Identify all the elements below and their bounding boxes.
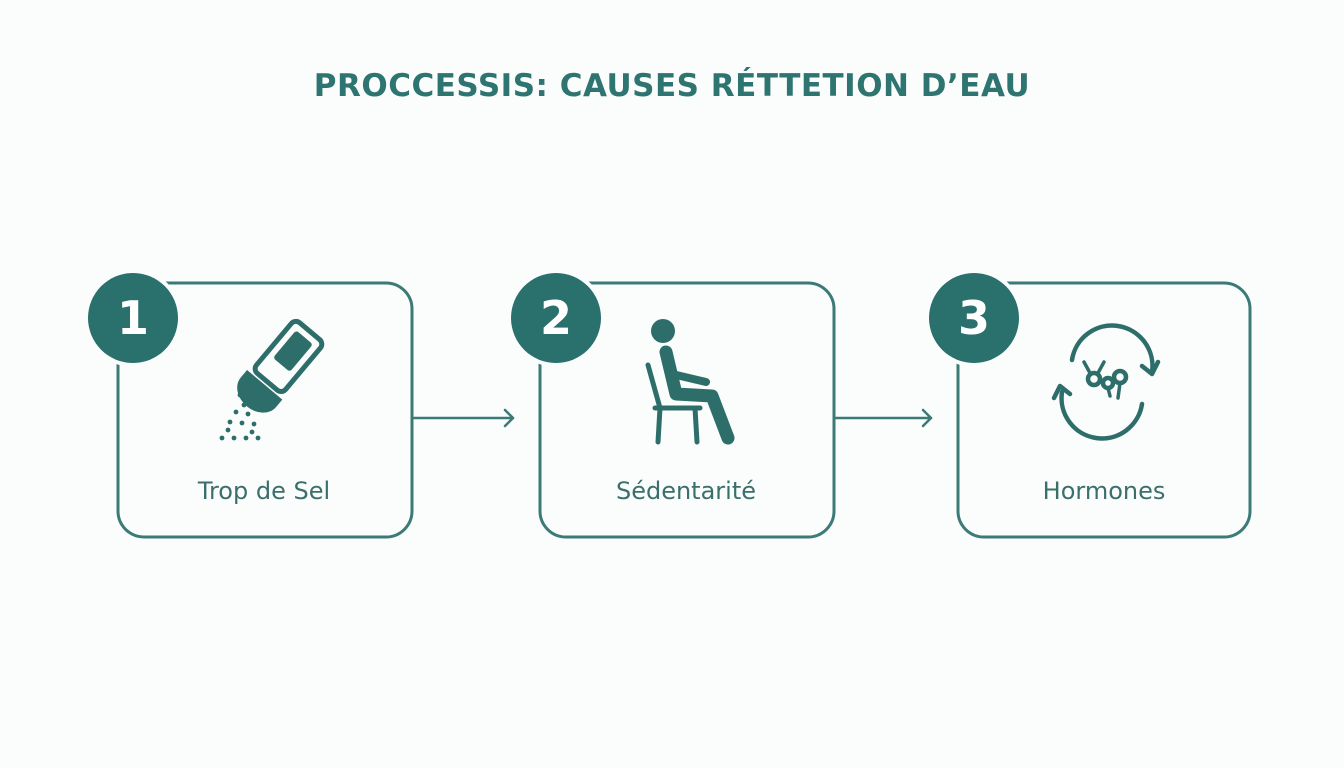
salt-shaker-icon — [219, 318, 325, 441]
step-box-1 — [116, 281, 414, 539]
hormone-cycle-icon — [1051, 323, 1161, 441]
step-box-3 — [956, 281, 1252, 539]
step-number-2: 2 — [539, 291, 572, 345]
page-title: PROCCESSIS: CAUSES RÉTTETION D’EAU — [313, 68, 1031, 104]
step-number-3: 3 — [957, 291, 990, 345]
step-number-1: 1 — [116, 291, 149, 345]
arrow-2-to-3 — [834, 408, 933, 428]
seated-person-icon — [645, 319, 735, 445]
step-label-2: Sédentarité — [615, 477, 757, 505]
step-box-2 — [538, 281, 836, 539]
arrow-1-to-2 — [412, 408, 515, 428]
step-label-3: Hormones — [1042, 477, 1166, 505]
step-label-1: Trop de Sel — [197, 477, 331, 505]
